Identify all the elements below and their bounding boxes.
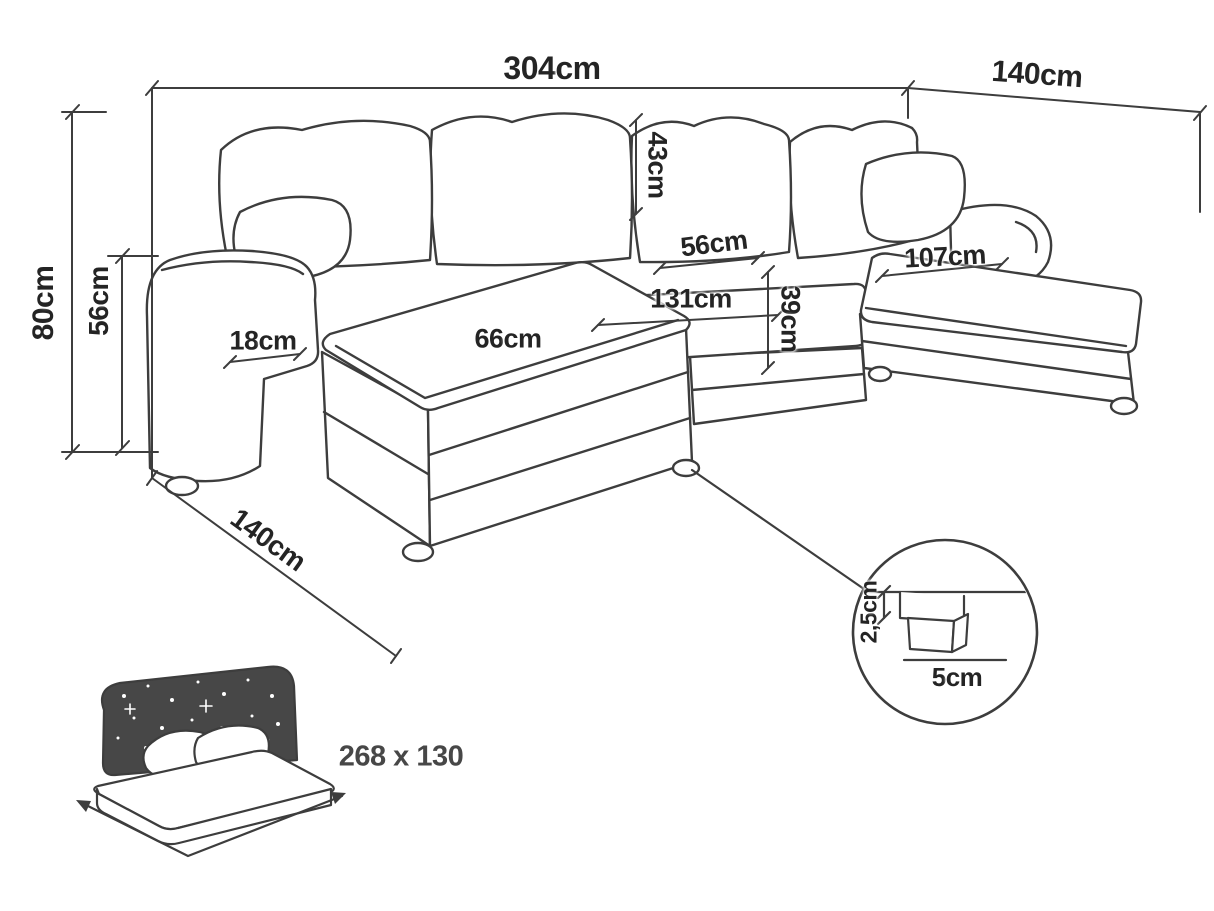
dim-value: 107 bbox=[903, 241, 949, 274]
dim-value: 18 bbox=[229, 325, 259, 356]
dim-line-middle-seat bbox=[597, 314, 779, 326]
sofa-drawing bbox=[145, 112, 1143, 563]
dim-line-depth-left bbox=[151, 477, 397, 657]
dim-unit: cm bbox=[83, 266, 114, 306]
dim-label-sleeping-area: 268 x 130 bbox=[338, 740, 464, 773]
sofa-foot bbox=[1109, 396, 1139, 416]
right-pillow bbox=[860, 151, 966, 243]
dim-value: 39 bbox=[775, 285, 806, 315]
inset-leg-front bbox=[906, 616, 956, 654]
dim-label-chaise-seat-width: 66cm bbox=[474, 323, 543, 354]
dim-label-seat-front-height: 39cm bbox=[775, 285, 806, 353]
dim-ticks bbox=[876, 584, 892, 626]
mattress-side bbox=[95, 787, 333, 846]
dim-label-right-seat-width: 107cm bbox=[903, 239, 987, 274]
dim-label-armrest-width: 18cm bbox=[229, 325, 298, 356]
left-chaise-seam-1 bbox=[427, 370, 690, 457]
dim-value: 2,5 bbox=[855, 612, 882, 644]
dim-value: 56 bbox=[83, 305, 114, 336]
dim-label-middle-seat-width: 131cm bbox=[650, 283, 733, 314]
dim-unit: cm bbox=[642, 160, 673, 199]
dim-value: 66 bbox=[474, 323, 504, 354]
dim-label-seat-height: 56cm bbox=[83, 266, 114, 336]
dim-unit: cm bbox=[946, 239, 987, 272]
dim-unit: cm bbox=[503, 323, 543, 354]
dim-unit: cm bbox=[555, 50, 601, 86]
dim-unit: cm bbox=[693, 283, 733, 314]
dim-label-depth-right: 140cm bbox=[990, 54, 1084, 95]
right-armrest-curl bbox=[1014, 220, 1038, 254]
dim-unit: cm bbox=[945, 662, 983, 692]
sofa-foot bbox=[164, 475, 200, 497]
dim-value: 131 bbox=[650, 283, 694, 314]
leg-detail-inset bbox=[690, 468, 1039, 726]
left-chaise-seat bbox=[321, 261, 691, 411]
back-cushion-mid-right bbox=[630, 116, 793, 264]
back-cushion-mid-left bbox=[429, 112, 634, 267]
dim-value: 304 bbox=[503, 50, 556, 86]
dim-unit: cm bbox=[258, 325, 298, 356]
dim-label-leg-plinth-height: 2,5cm bbox=[855, 580, 882, 644]
right-chaise-seat bbox=[859, 252, 1143, 354]
dim-line-armrest bbox=[229, 353, 301, 363]
dim-value: 56 bbox=[678, 229, 712, 263]
dim-line-depth-right bbox=[907, 87, 1201, 113]
middle-front-seam bbox=[690, 372, 866, 392]
dim-value: 5 bbox=[931, 662, 946, 692]
right-chaise-piping bbox=[864, 306, 1128, 348]
dim-unit: cm bbox=[1038, 58, 1084, 95]
dim-label-back-cushion-height: 43cm bbox=[642, 131, 673, 199]
dim-ticks bbox=[65, 80, 1207, 664]
left-chaise-seam-2 bbox=[428, 416, 692, 502]
dim-unit: cm bbox=[855, 580, 882, 613]
sofa-foot bbox=[401, 541, 435, 563]
leader-line bbox=[690, 468, 866, 591]
dim-line-right-seat bbox=[881, 263, 1003, 277]
dimension-lines bbox=[61, 80, 1207, 664]
sofa-bed-icon bbox=[76, 665, 346, 858]
dim-unit: cm bbox=[775, 314, 806, 353]
inset-leg-side bbox=[950, 612, 970, 654]
dim-label-leg-height: 5cm bbox=[932, 664, 983, 690]
sofa-foot bbox=[671, 458, 701, 478]
dim-line-seat-depth bbox=[659, 257, 759, 269]
left-armrest bbox=[145, 249, 320, 483]
middle-front-panel bbox=[688, 346, 868, 426]
left-chaise-piping bbox=[334, 318, 680, 400]
left-chaise-seam-3 bbox=[322, 410, 430, 476]
sofa-foot bbox=[867, 365, 893, 383]
unfold-arrow-head bbox=[331, 792, 346, 804]
dim-label-total-height: 80cm bbox=[27, 265, 60, 341]
dim-label-total-width: 304cm bbox=[503, 50, 601, 86]
left-armrest-contour bbox=[160, 260, 305, 276]
dim-value: 268 x 130 bbox=[338, 740, 464, 773]
dim-value: 80 bbox=[27, 307, 60, 341]
dim-unit: cm bbox=[707, 224, 750, 259]
unfold-arrow-head bbox=[76, 800, 91, 812]
dim-unit: cm bbox=[27, 265, 60, 308]
dim-value: 140 bbox=[990, 54, 1042, 92]
dim-value: 43 bbox=[642, 131, 673, 161]
right-chaise-seam bbox=[860, 339, 1133, 381]
unfold-arrow-line bbox=[78, 794, 344, 858]
